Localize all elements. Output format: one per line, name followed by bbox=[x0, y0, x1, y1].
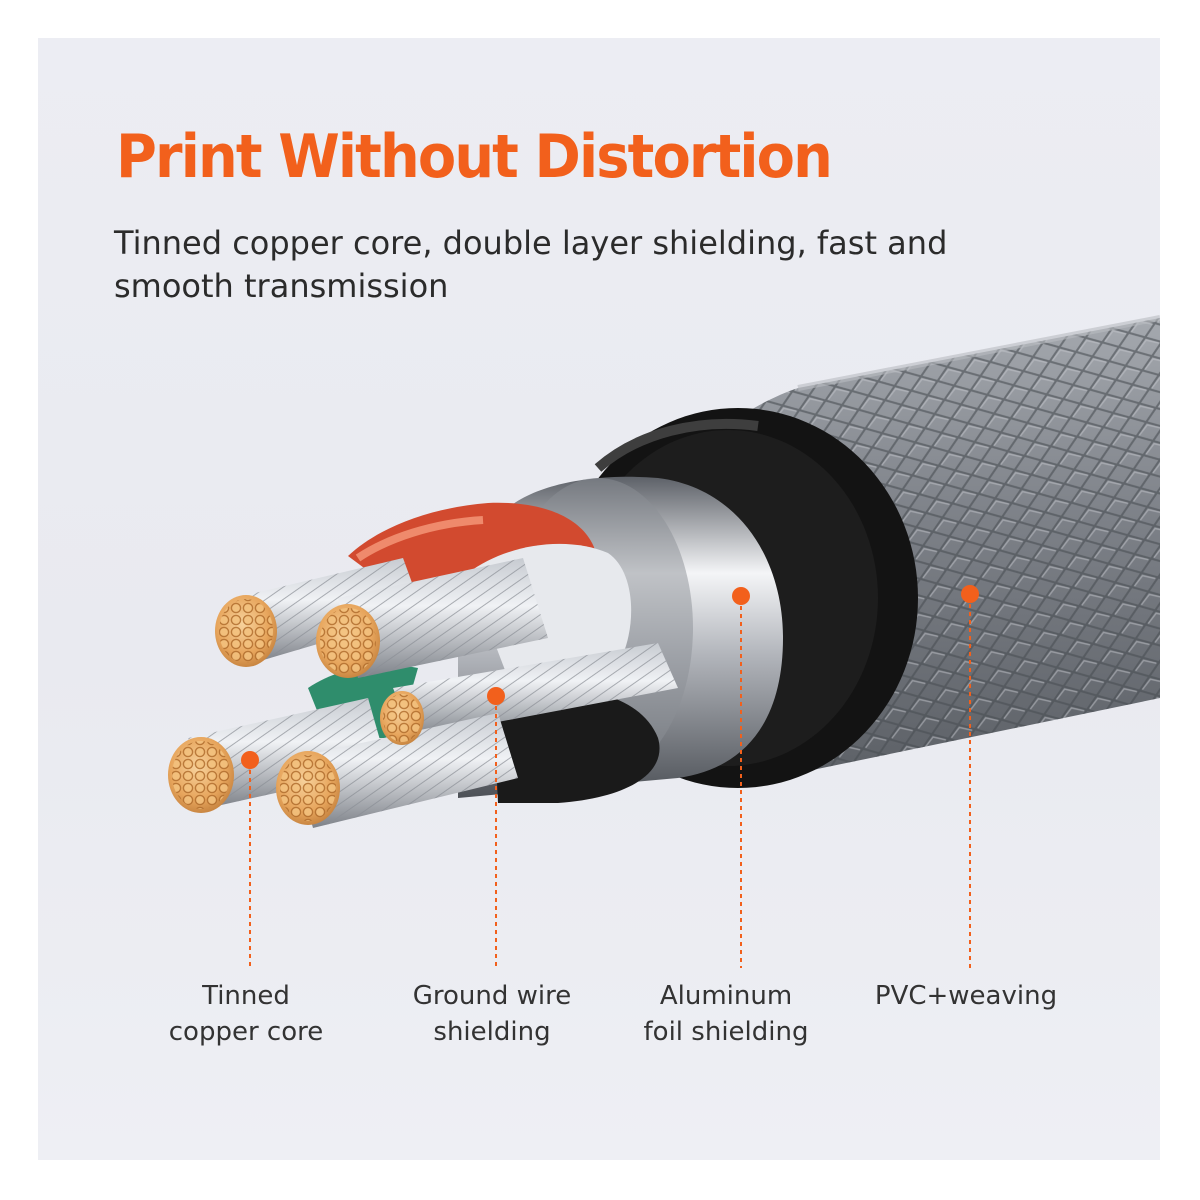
product-panel: Print Without Distortion Tinned copper c… bbox=[38, 38, 1160, 1160]
headline: Print Without Distortion bbox=[116, 122, 833, 192]
copper-core-3 bbox=[380, 691, 424, 745]
callout-ground-line1: Ground wire bbox=[412, 981, 572, 1011]
copper-core-1 bbox=[215, 595, 277, 667]
cable-cross-section-illustration bbox=[168, 315, 1160, 968]
callout-copper-line2: copper core bbox=[168, 1017, 324, 1047]
ground-wire-insulation bbox=[493, 688, 660, 803]
callout-aluminum-label: Aluminum foil shielding bbox=[606, 978, 846, 1050]
callout-aluminum-line2: foil shielding bbox=[643, 1017, 809, 1047]
callout-aluminum-line1: Aluminum bbox=[659, 981, 793, 1011]
callout-copper-marker bbox=[241, 751, 259, 968]
callout-ground-label: Ground wire shielding bbox=[372, 978, 612, 1050]
callout-pvc-label: PVC+weaving bbox=[846, 978, 1086, 1014]
copper-cores bbox=[168, 595, 424, 825]
copper-core-2 bbox=[316, 604, 380, 678]
copper-core-5 bbox=[276, 751, 340, 825]
copper-core-4 bbox=[168, 737, 234, 813]
callout-pvc-line1: PVC+weaving bbox=[874, 981, 1058, 1011]
callout-copper-line1: Tinned bbox=[202, 981, 290, 1011]
subheadline: Tinned copper core, double layer shieldi… bbox=[114, 224, 948, 305]
callout-ground-marker bbox=[487, 687, 505, 968]
callout-aluminum-marker bbox=[732, 587, 750, 968]
callout-pvc-marker bbox=[961, 585, 979, 968]
stranded-wires bbox=[188, 558, 678, 828]
callout-copper-label: Tinned copper core bbox=[126, 978, 366, 1050]
callout-ground-line2: shielding bbox=[433, 1017, 551, 1047]
